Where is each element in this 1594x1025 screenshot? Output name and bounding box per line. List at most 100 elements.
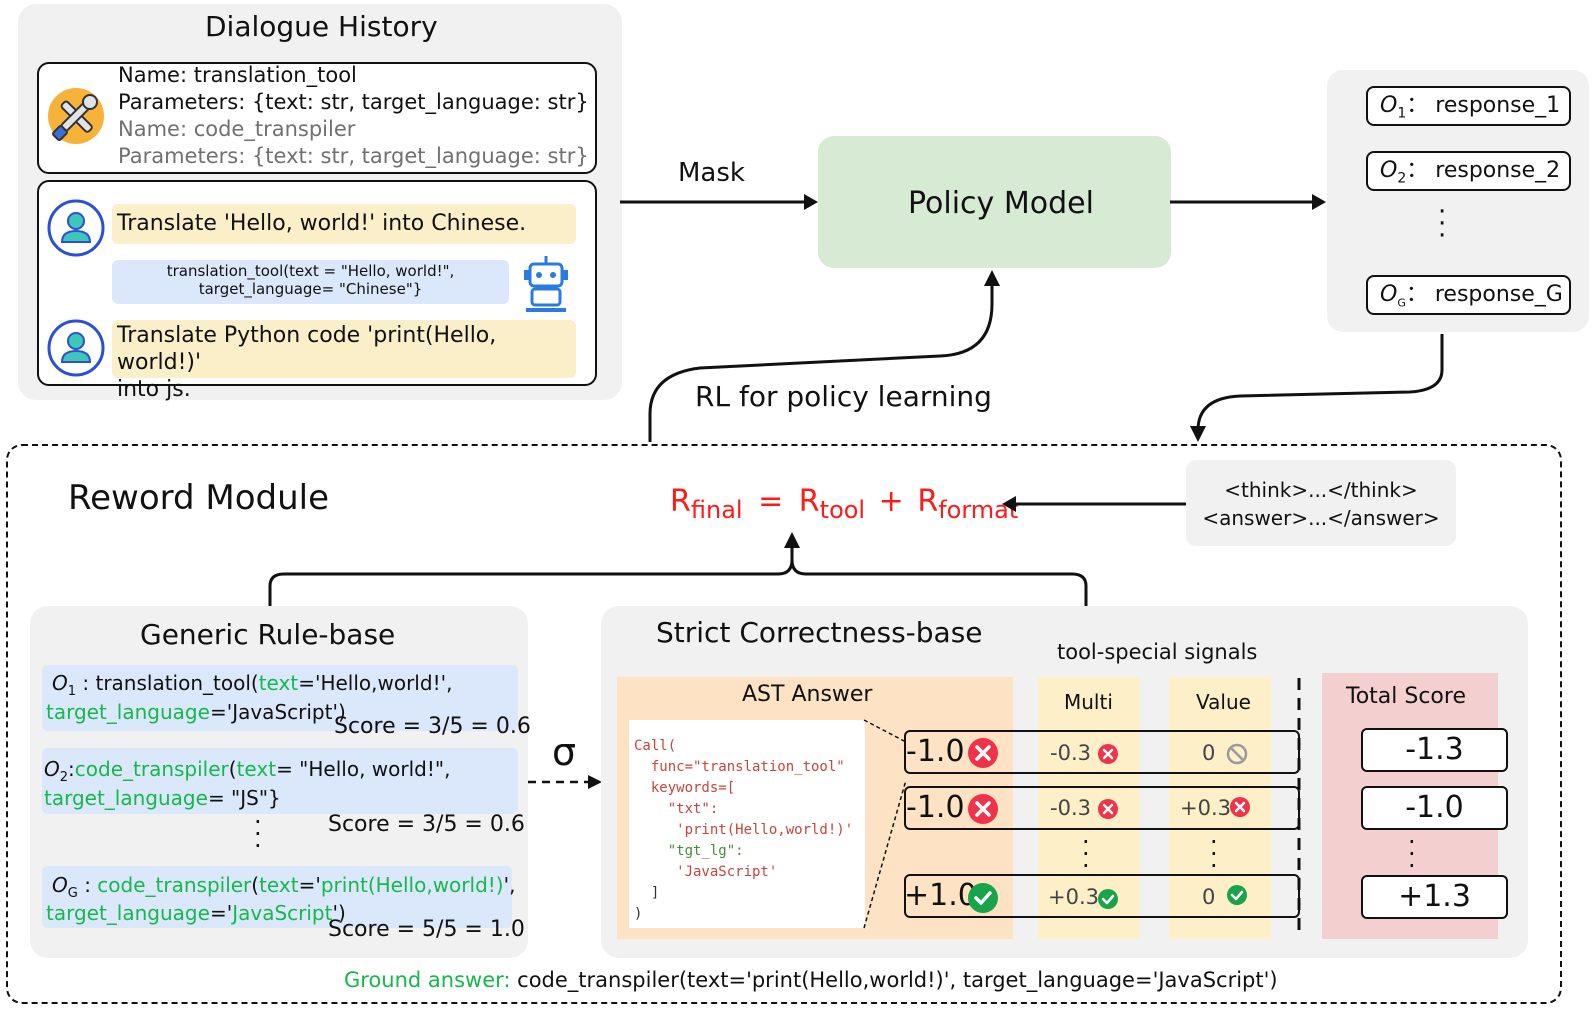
x-mark-icon xyxy=(1098,744,1118,764)
tool2-params: Parameters: {text: str, target_language:… xyxy=(118,144,589,168)
robot-icon xyxy=(524,256,568,312)
ast-code-line: func="translation_tool" xyxy=(634,759,845,775)
ground-answer-text: code_transpiler(text='print(Hello,world!… xyxy=(510,968,1278,992)
row-multi-score: +0.3 xyxy=(1048,885,1099,909)
total-score-box: -1.0 xyxy=(1361,786,1508,830)
mask-arrow xyxy=(620,194,818,210)
check-mark-icon xyxy=(1098,889,1118,909)
row-multi-score: -0.3 xyxy=(1050,741,1091,765)
ast-code-line: ) xyxy=(634,906,643,922)
x-mark-icon xyxy=(968,794,998,824)
prohibited-icon xyxy=(1226,743,1248,765)
total-score-title: Total Score xyxy=(1346,684,1466,709)
format-to-formula-arrow xyxy=(1002,496,1186,512)
row-main-score: -1.0 xyxy=(906,790,965,825)
generic-rule-title: Generic Rule-base xyxy=(140,618,396,651)
policy-to-responses-arrow xyxy=(1170,194,1326,210)
multi-title: Multi xyxy=(1064,690,1113,714)
format-tags-box: <think>...</think> <answer>...</answer> xyxy=(1186,460,1456,546)
response-1: O1： response_1 xyxy=(1366,86,1571,126)
ast-zoom-lines xyxy=(863,719,907,929)
ast-code-line: ] xyxy=(634,885,660,901)
user-message-2-line2: into js. xyxy=(117,377,191,402)
row-main-score: -1.0 xyxy=(906,734,965,769)
row-multi-score: -0.3 xyxy=(1050,796,1091,820)
reward-module-title: Reword Module xyxy=(68,478,330,518)
assistant-tool-call: translation_tool(text = "Hello, world!",… xyxy=(112,260,509,304)
ast-code-line: Call( xyxy=(634,738,677,754)
user-avatar-icon xyxy=(47,199,105,257)
signals-title: tool-special signals xyxy=(1057,640,1258,664)
ast-code-line: 'JavaScript' xyxy=(634,864,778,880)
answer-tag: <answer>...</answer> xyxy=(1202,506,1440,530)
generic-og-score: Score = 5/5 = 1.0 xyxy=(328,917,525,942)
user-message-2: Translate Python code 'print(Hello, worl… xyxy=(112,320,576,402)
policy-model-label: Policy Model xyxy=(908,186,1094,221)
value-title: Value xyxy=(1196,690,1251,714)
generic-o2-line2: target_language= "JS"} xyxy=(44,786,281,810)
x-mark-icon xyxy=(1098,799,1118,819)
score-row xyxy=(904,874,1300,918)
reward-module-frame xyxy=(6,444,1562,1004)
response-2: O2： response_2 xyxy=(1366,151,1571,191)
user-avatar-icon xyxy=(47,319,105,377)
rl-label: RL for policy learning xyxy=(695,380,992,413)
value-column xyxy=(1169,677,1271,939)
generic-o1-line2: target_language='JavaScript') xyxy=(46,700,346,724)
generic-og-line1: OG : code_transpiler(text='print(Hello,w… xyxy=(52,873,516,901)
responses-to-reward-arrow xyxy=(1190,334,1444,442)
think-tag: <think>...</think> xyxy=(1224,478,1418,502)
row-ellipsis: ··· xyxy=(1408,828,1416,880)
strict-title: Strict Correctness-base xyxy=(656,616,983,649)
generic-og-line2: target_language='JavaScript') xyxy=(46,901,346,925)
rl-arrow xyxy=(648,270,1000,442)
check-mark-icon xyxy=(968,883,998,913)
tools-icon xyxy=(48,88,104,144)
ast-answer-title: AST Answer xyxy=(742,682,873,707)
row-value-score: 0 xyxy=(1202,741,1216,765)
ground-answer-label: Ground answer: xyxy=(344,968,511,992)
ast-code-line: "txt": xyxy=(634,801,719,817)
user-message-2-line1: Translate Python code 'print(Hello, worl… xyxy=(117,323,497,375)
generic-o2-box xyxy=(42,748,518,814)
row-ellipsis: ··· xyxy=(1210,828,1218,880)
total-score-box: -1.3 xyxy=(1361,728,1508,772)
generic-ellipsis: ··· xyxy=(254,808,262,860)
x-mark-icon xyxy=(968,738,998,768)
sigma-arrow xyxy=(528,775,602,789)
tool1-params: Parameters: {text: str, target_language:… xyxy=(118,90,589,114)
score-row xyxy=(904,730,1300,774)
ast-code-box xyxy=(629,720,865,928)
row-main-score: +1.0 xyxy=(904,878,977,913)
sigma-label: σ xyxy=(552,730,577,774)
total-score-box: +1.3 xyxy=(1361,875,1508,919)
response-g: OG： response_G xyxy=(1366,275,1571,315)
dialogue-history-title: Dialogue History xyxy=(205,10,438,43)
reward-formula: Rfinal = Rtool + Rformat xyxy=(670,484,1019,524)
tool1-name: Name: translation_tool xyxy=(118,63,357,87)
x-mark-icon xyxy=(1230,797,1250,817)
generic-o1-score: Score = 3/5 = 0.6 xyxy=(334,714,531,739)
ast-code-line: 'print(Hello,world!)' xyxy=(634,822,854,838)
generic-og-box xyxy=(42,866,512,928)
score-row xyxy=(904,786,1300,830)
ast-code-line: keywords=[ xyxy=(634,780,736,796)
tool2-name: Name: code_transpiler xyxy=(118,117,356,141)
generic-o2-score: Score = 3/5 = 0.6 xyxy=(328,812,525,837)
row-value-score: +0.3 xyxy=(1180,796,1231,820)
row-value-score: 0 xyxy=(1202,885,1216,909)
ground-answer: Ground answer: code_transpiler(text='pri… xyxy=(344,968,1278,992)
generic-o2-line1: O2:code_transpiler(text= "Hello, world!"… xyxy=(44,757,451,785)
check-mark-icon xyxy=(1227,885,1247,905)
ast-code-line: "tgt_lg": xyxy=(634,843,744,859)
mask-label: Mask xyxy=(678,158,745,188)
response-ellipsis: ··· xyxy=(1438,197,1447,251)
generic-o1-line1: O1 : translation_tool(text='Hello,world!… xyxy=(52,671,453,699)
assistant-call-line2: target_language= "Chinese"} xyxy=(198,280,423,298)
row-ellipsis: ··· xyxy=(1082,828,1090,880)
user-message-1: Translate 'Hello, world!' into Chinese. xyxy=(112,204,576,244)
multi-column xyxy=(1038,677,1140,939)
policy-model-box xyxy=(818,136,1171,268)
tool-list-box xyxy=(37,62,597,174)
merge-arrow xyxy=(268,532,1088,606)
